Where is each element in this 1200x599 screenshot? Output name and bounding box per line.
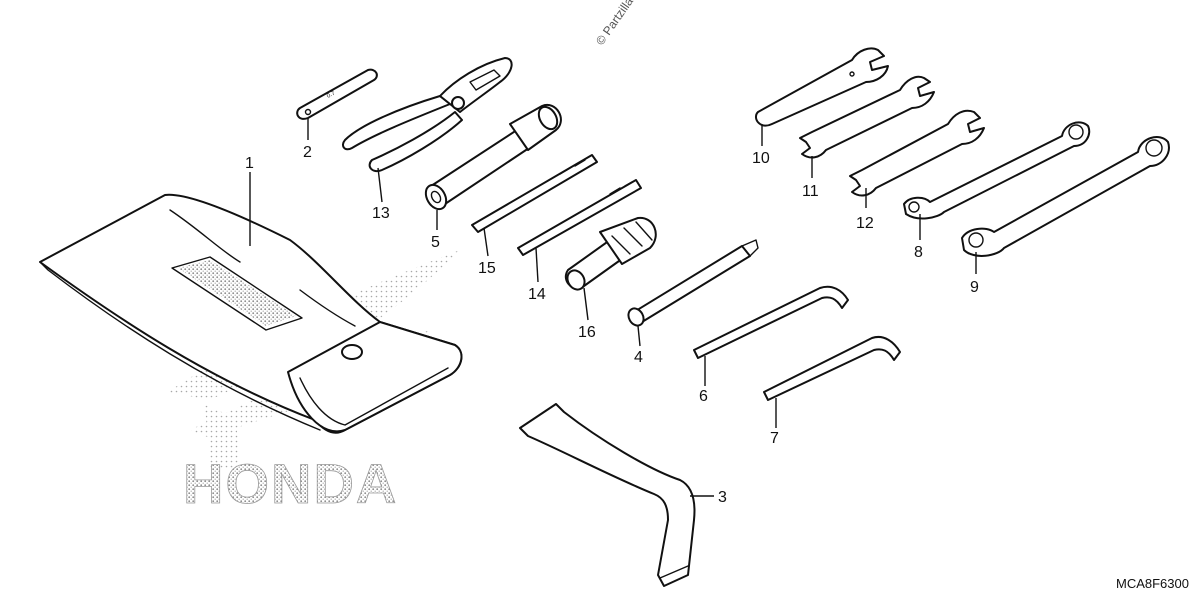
- callout-5: 5: [431, 234, 440, 251]
- callout-8: 8: [914, 244, 923, 261]
- diagram-code: MCA8F6300: [1116, 576, 1189, 591]
- screwdriver-bit-phillips: [517, 179, 642, 256]
- callout-14: 14: [528, 286, 546, 303]
- double-open-end-wrench-12: [849, 109, 985, 197]
- combination-wrench-8: [903, 121, 1091, 220]
- callout-6: 6: [699, 388, 708, 405]
- leader-lines: [249, 118, 977, 497]
- combination-wrench-9: [961, 136, 1170, 257]
- callout-12: 12: [856, 215, 874, 232]
- double-open-end-wrench-11: [799, 75, 935, 159]
- callout-15: 15: [478, 260, 496, 277]
- callout-13: 13: [372, 205, 390, 222]
- callout-10: 10: [752, 150, 770, 167]
- open-end-wrench-10: [754, 47, 889, 127]
- hex-key-small: [763, 336, 901, 401]
- callout-2: 2: [303, 144, 312, 161]
- watermark-text: © Partzilla: [593, 0, 636, 48]
- screwdriver-handle: [565, 216, 657, 291]
- hex-key-large: [693, 285, 849, 359]
- tool-bag: [39, 193, 463, 434]
- extension-rod: [627, 239, 759, 327]
- callout-4: 4: [634, 349, 643, 366]
- feeler-gauge: 0.7: [296, 68, 378, 120]
- callout-1: 1: [245, 155, 254, 172]
- callout-11: 11: [802, 183, 819, 200]
- callout-labels: 1 2 13 5 15 14 16 4 6 7 3 10 11 12 8 9: [245, 144, 979, 506]
- svg-text:0.7: 0.7: [326, 90, 337, 100]
- screwdriver-bit-flat: [471, 154, 598, 233]
- honda-logo-text: HONDA: [183, 452, 398, 515]
- callout-9: 9: [970, 279, 979, 296]
- callout-7: 7: [770, 430, 779, 447]
- socket-wrench: [424, 103, 562, 211]
- pliers: [342, 57, 513, 172]
- callout-3: 3: [718, 489, 727, 506]
- strap: [519, 403, 696, 587]
- callout-16: 16: [578, 324, 596, 341]
